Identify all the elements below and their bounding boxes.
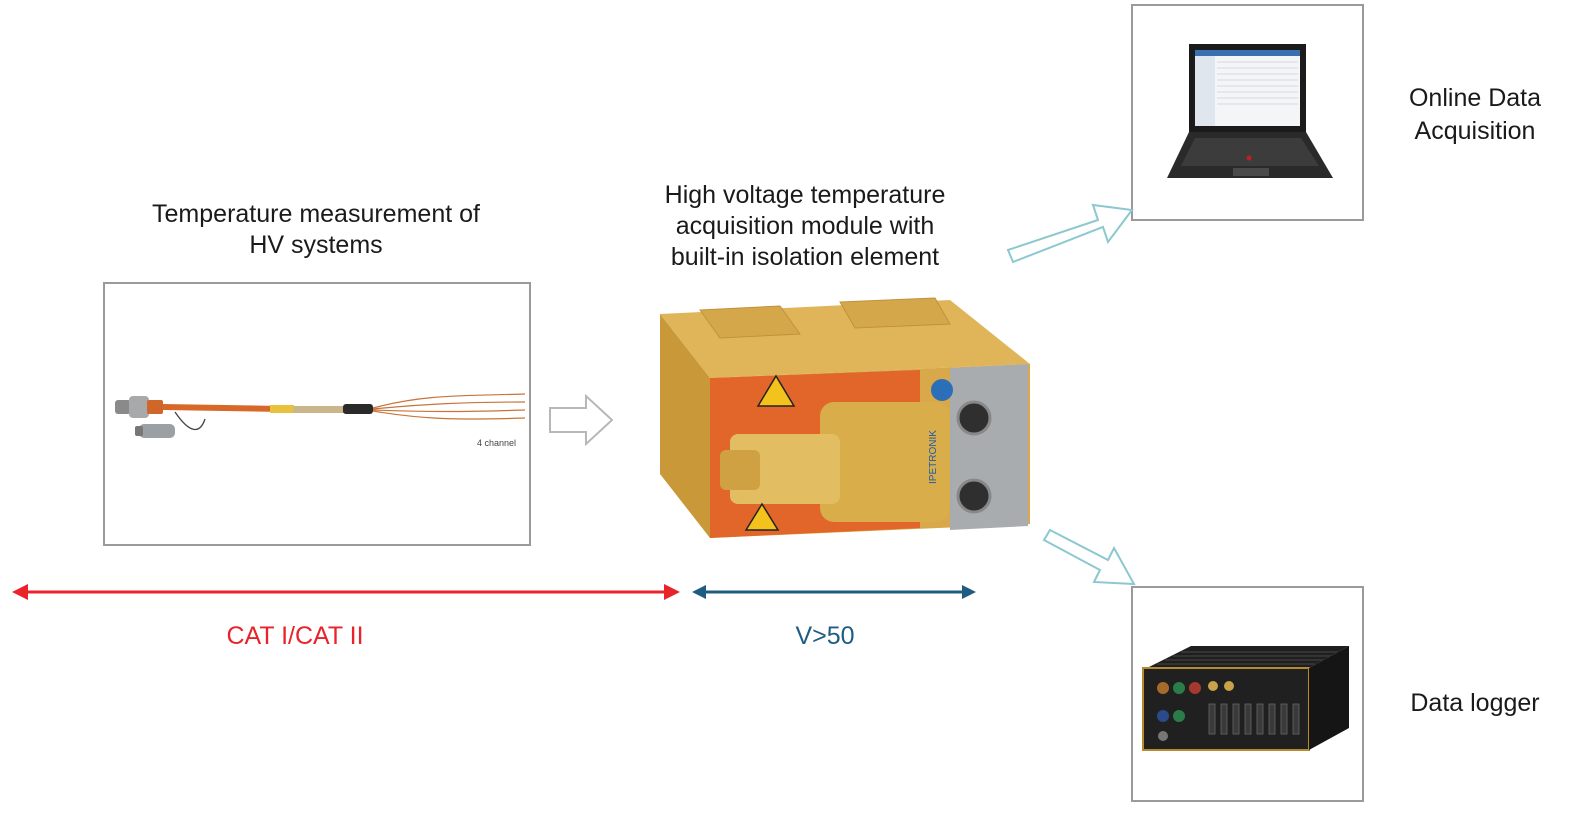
data-logger-label-text: Data logger [1410,689,1540,717]
online-acquisition-label: Online Data Acquisition [1384,82,1566,148]
cat-range-label: CAT I/CAT II [226,622,364,650]
laptop-image-box [1131,4,1364,221]
data-logger-icon [1142,646,1349,751]
temp-measurement-label-line2: HV systems [249,231,383,259]
online-acquisition-label-line2: Acquisition [1414,117,1536,145]
data-logger-label: Data logger [1384,687,1566,720]
voltage-range-double-arrow [692,585,976,599]
module-label-line3: built-in isolation element [670,243,940,271]
voltage-range-label: V>50 [795,622,855,650]
sensor-cable-icon [115,393,526,438]
module-brand-text: IPETRONIK [928,430,939,484]
online-acquisition-label-line1: Online Data [1408,84,1542,112]
data-logger-image-box [1131,586,1364,802]
module-label-line2: acquisition module with [675,212,935,240]
module-label: High voltage temperature acquisition mod… [600,180,1010,273]
cat-range-double-arrow [12,584,680,600]
module-label-line1: High voltage temperature [664,181,946,209]
laptop-icon [1167,44,1333,178]
cable-sensor-image-box: 4 channel [103,282,531,546]
cable-caption: 4 channel [477,438,517,448]
gray-flow-arrow-icon [549,393,614,447]
temp-measurement-label: Temperature measurement of HV systems [100,199,532,261]
hv-temperature-module-icon: IPETRONIK [660,297,1030,538]
upper-flow-arrow-icon [1006,203,1134,264]
temp-measurement-label-line1: Temperature measurement of [152,200,480,228]
lower-flow-arrow-icon [1042,528,1136,586]
warning-triangle-icon [756,374,796,407]
